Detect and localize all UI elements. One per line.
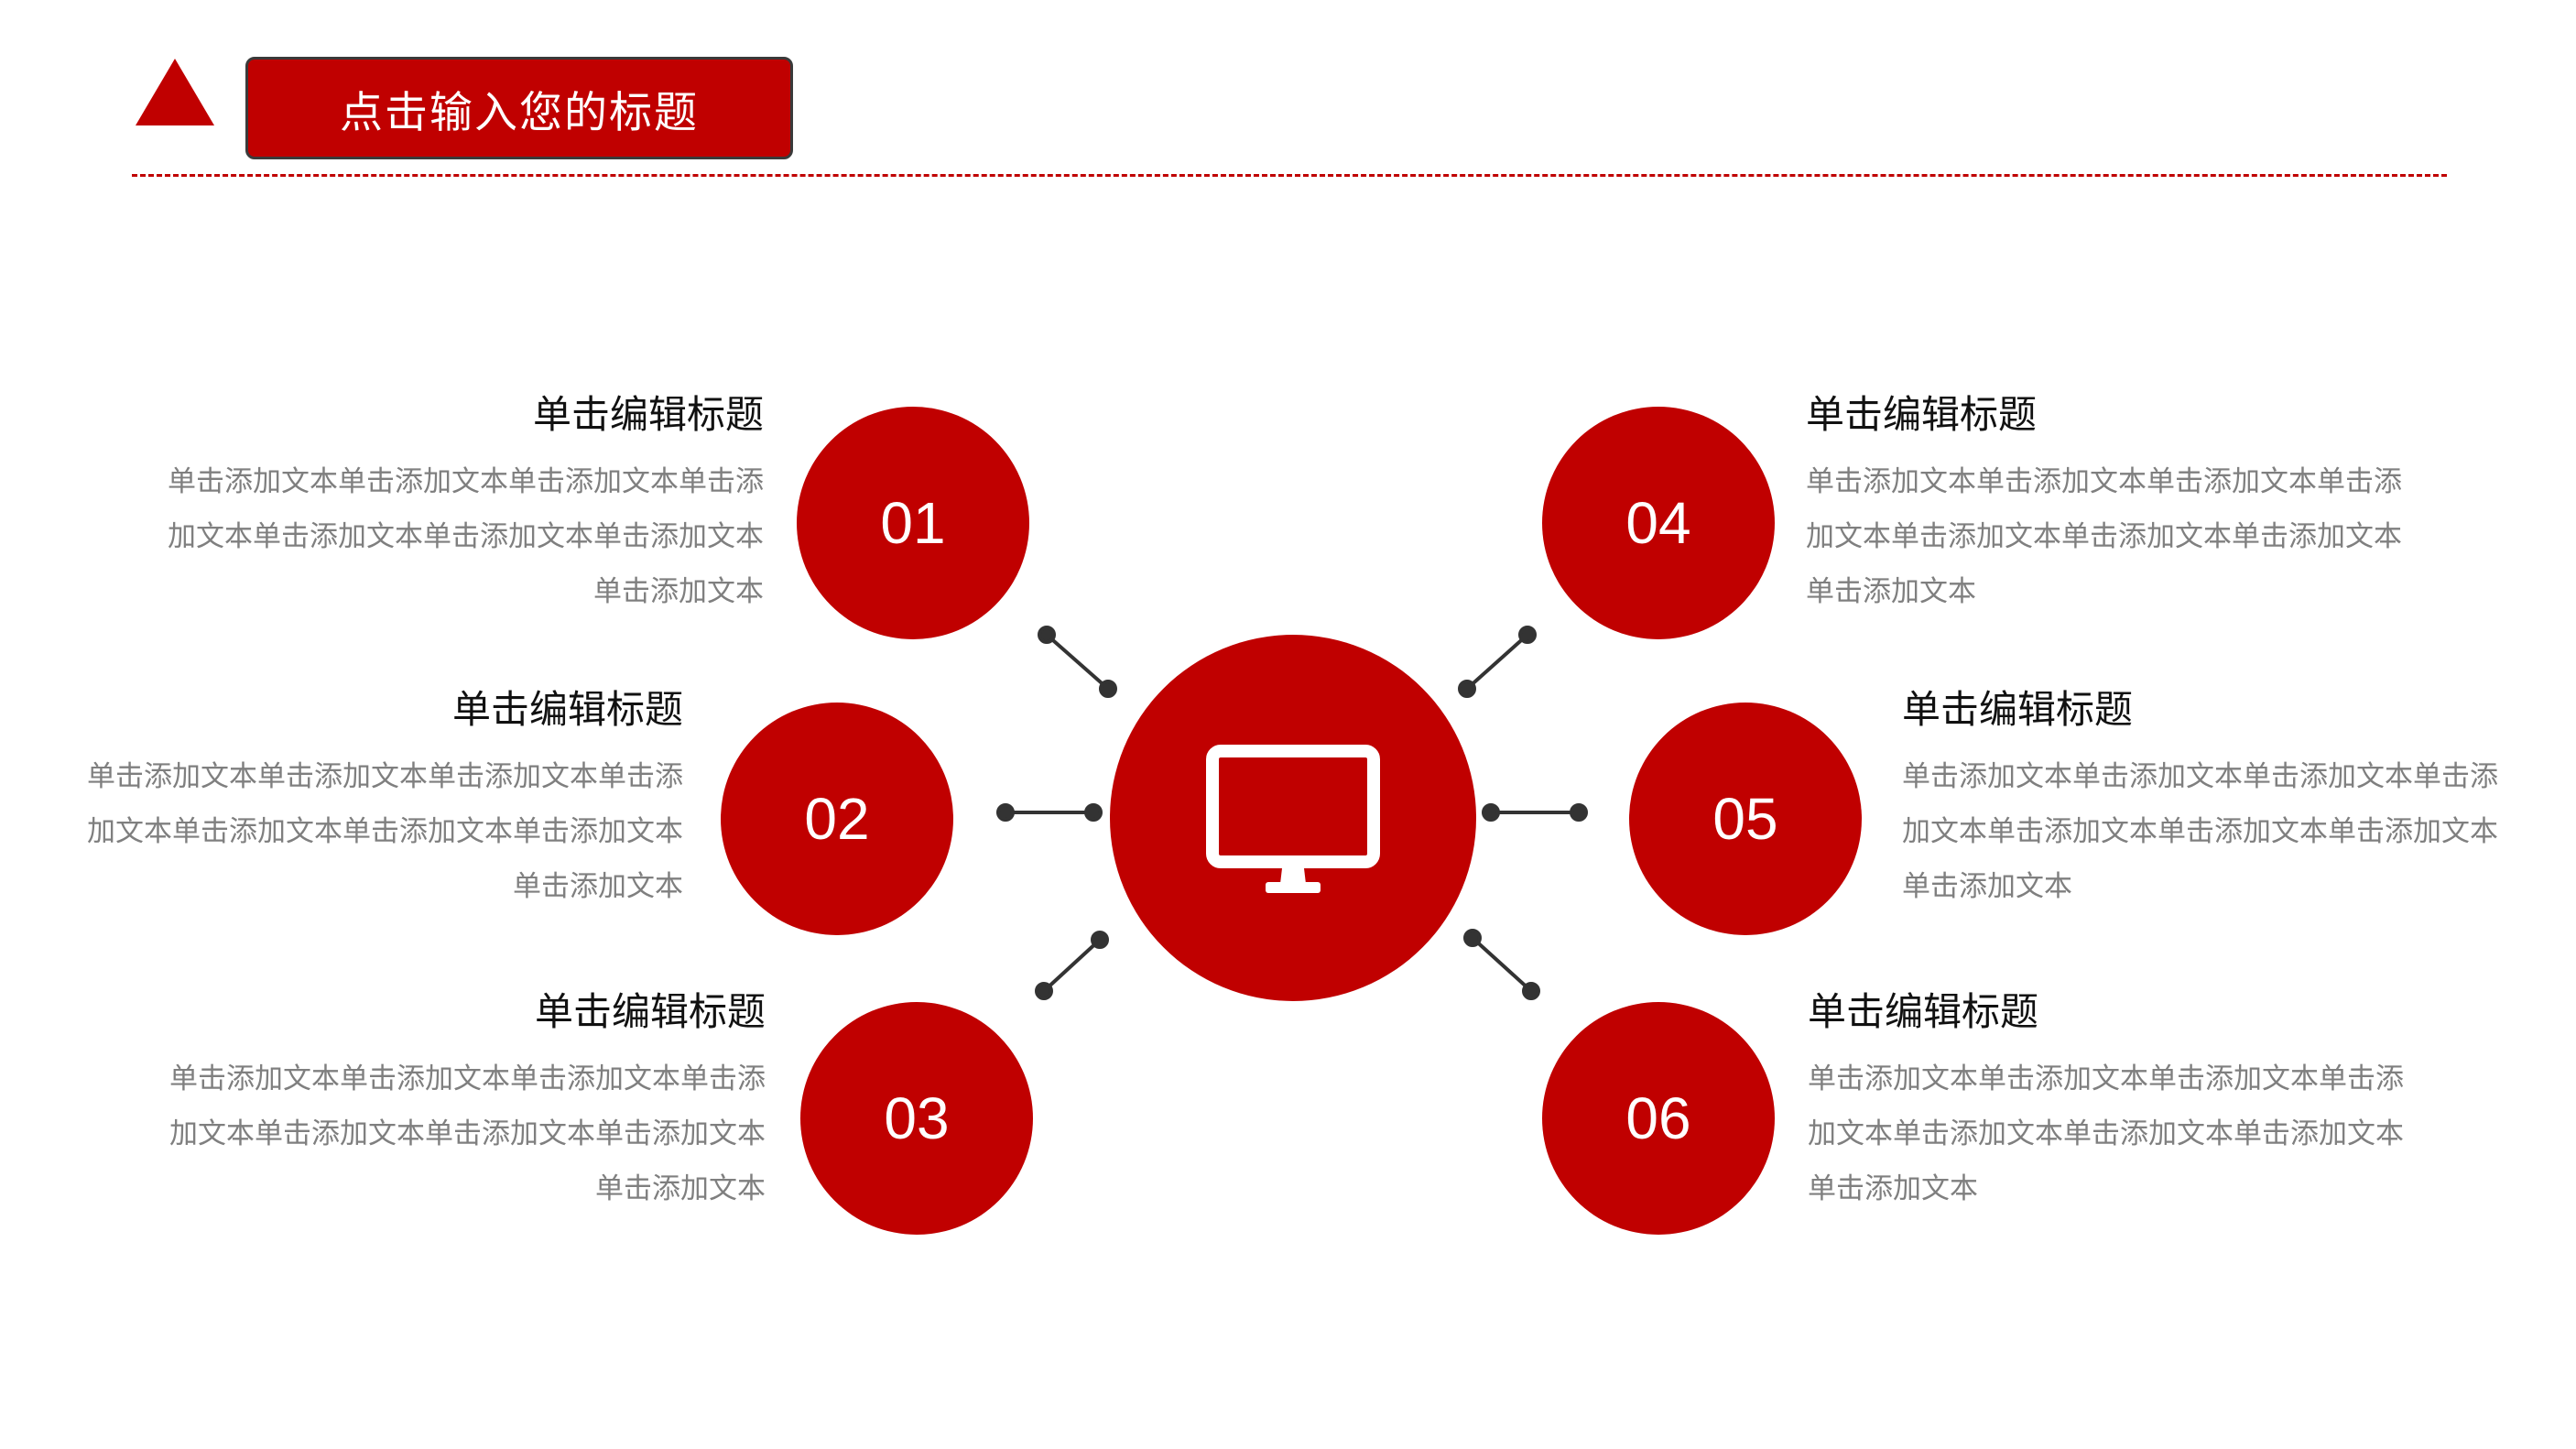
text-block-02: 单击编辑标题 单击添加文本单击添加文本单击添加文本单击添加文本单击添加文本单击添… xyxy=(84,687,683,914)
node-04[interactable]: 04 xyxy=(1542,407,1775,639)
connector-dot xyxy=(1038,626,1056,644)
node-06[interactable]: 06 xyxy=(1542,1002,1775,1235)
connector-03 xyxy=(1042,938,1102,993)
text-block-03: 单击编辑标题 单击添加文本单击添加文本单击添加文本单击添加文本单击添加文本单击添… xyxy=(167,989,766,1216)
node-number: 05 xyxy=(1712,786,1778,852)
monitor-icon xyxy=(1206,745,1380,893)
node-02[interactable]: 02 xyxy=(721,703,953,935)
block-body[interactable]: 单击添加文本单击添加文本单击添加文本单击添加文本单击添加文本单击添加文本单击添加… xyxy=(169,1062,766,1206)
node-number: 04 xyxy=(1625,490,1691,556)
connector-dot xyxy=(1084,803,1103,822)
block-body[interactable]: 单击添加文本单击添加文本单击添加文本单击添加文本单击添加文本单击添加文本单击添加… xyxy=(87,760,683,904)
node-number: 03 xyxy=(884,1085,950,1151)
block-title[interactable]: 单击编辑标题 xyxy=(451,687,683,732)
connector-dot xyxy=(1463,929,1482,947)
block-title[interactable]: 单击编辑标题 xyxy=(1806,392,2038,437)
connector-dot xyxy=(1522,982,1540,1000)
connector-06 xyxy=(1471,936,1533,993)
block-body[interactable]: 单击添加文本单击添加文本单击添加文本单击添加文本单击添加文本单击添加文本单击添加… xyxy=(1808,1062,2404,1206)
connector-dot xyxy=(1099,680,1117,698)
block-title[interactable]: 单击编辑标题 xyxy=(532,392,764,437)
text-block-01: 单击编辑标题 单击添加文本单击添加文本单击添加文本单击添加文本单击添加文本单击添… xyxy=(165,392,764,619)
connector-dot xyxy=(1035,982,1053,1000)
block-title[interactable]: 单击编辑标题 xyxy=(1808,989,2039,1034)
text-block-04: 单击编辑标题 单击添加文本单击添加文本单击添加文本单击添加文本单击添加文本单击添… xyxy=(1806,392,2405,619)
dashed-divider xyxy=(132,174,2447,177)
center-hub xyxy=(1110,635,1476,1001)
block-body[interactable]: 单击添加文本单击添加文本单击添加文本单击添加文本单击添加文本单击添加文本单击添加… xyxy=(168,465,764,609)
connector-01 xyxy=(1045,633,1110,691)
block-title[interactable]: 单击编辑标题 xyxy=(1902,687,2134,732)
text-block-05: 单击编辑标题 单击添加文本单击添加文本单击添加文本单击添加文本单击添加文本单击添… xyxy=(1902,687,2501,914)
text-block-06: 单击编辑标题 单击添加文本单击添加文本单击添加文本单击添加文本单击添加文本单击添… xyxy=(1808,989,2407,1216)
connector-dot xyxy=(1482,803,1500,822)
node-03[interactable]: 03 xyxy=(800,1002,1033,1235)
node-number: 01 xyxy=(880,490,946,556)
node-05[interactable]: 05 xyxy=(1629,703,1862,935)
block-body[interactable]: 单击添加文本单击添加文本单击添加文本单击添加文本单击添加文本单击添加文本单击添加… xyxy=(1902,760,2498,904)
node-01[interactable]: 01 xyxy=(797,407,1029,639)
connector-dot xyxy=(996,803,1015,822)
connector-dot xyxy=(1570,803,1588,822)
node-number: 06 xyxy=(1625,1085,1691,1151)
block-body[interactable]: 单击添加文本单击添加文本单击添加文本单击添加文本单击添加文本单击添加文本单击添加… xyxy=(1806,465,2402,609)
title-banner[interactable]: 点击输入您的标题 xyxy=(245,57,793,159)
node-number: 02 xyxy=(804,786,870,852)
connector-dot xyxy=(1518,626,1537,644)
connector-dot xyxy=(1458,680,1476,698)
connector-dot xyxy=(1091,931,1109,949)
triangle-icon xyxy=(136,59,214,125)
connector-04 xyxy=(1465,633,1529,691)
block-title[interactable]: 单击编辑标题 xyxy=(534,989,766,1034)
page-title[interactable]: 点击输入您的标题 xyxy=(340,87,699,138)
